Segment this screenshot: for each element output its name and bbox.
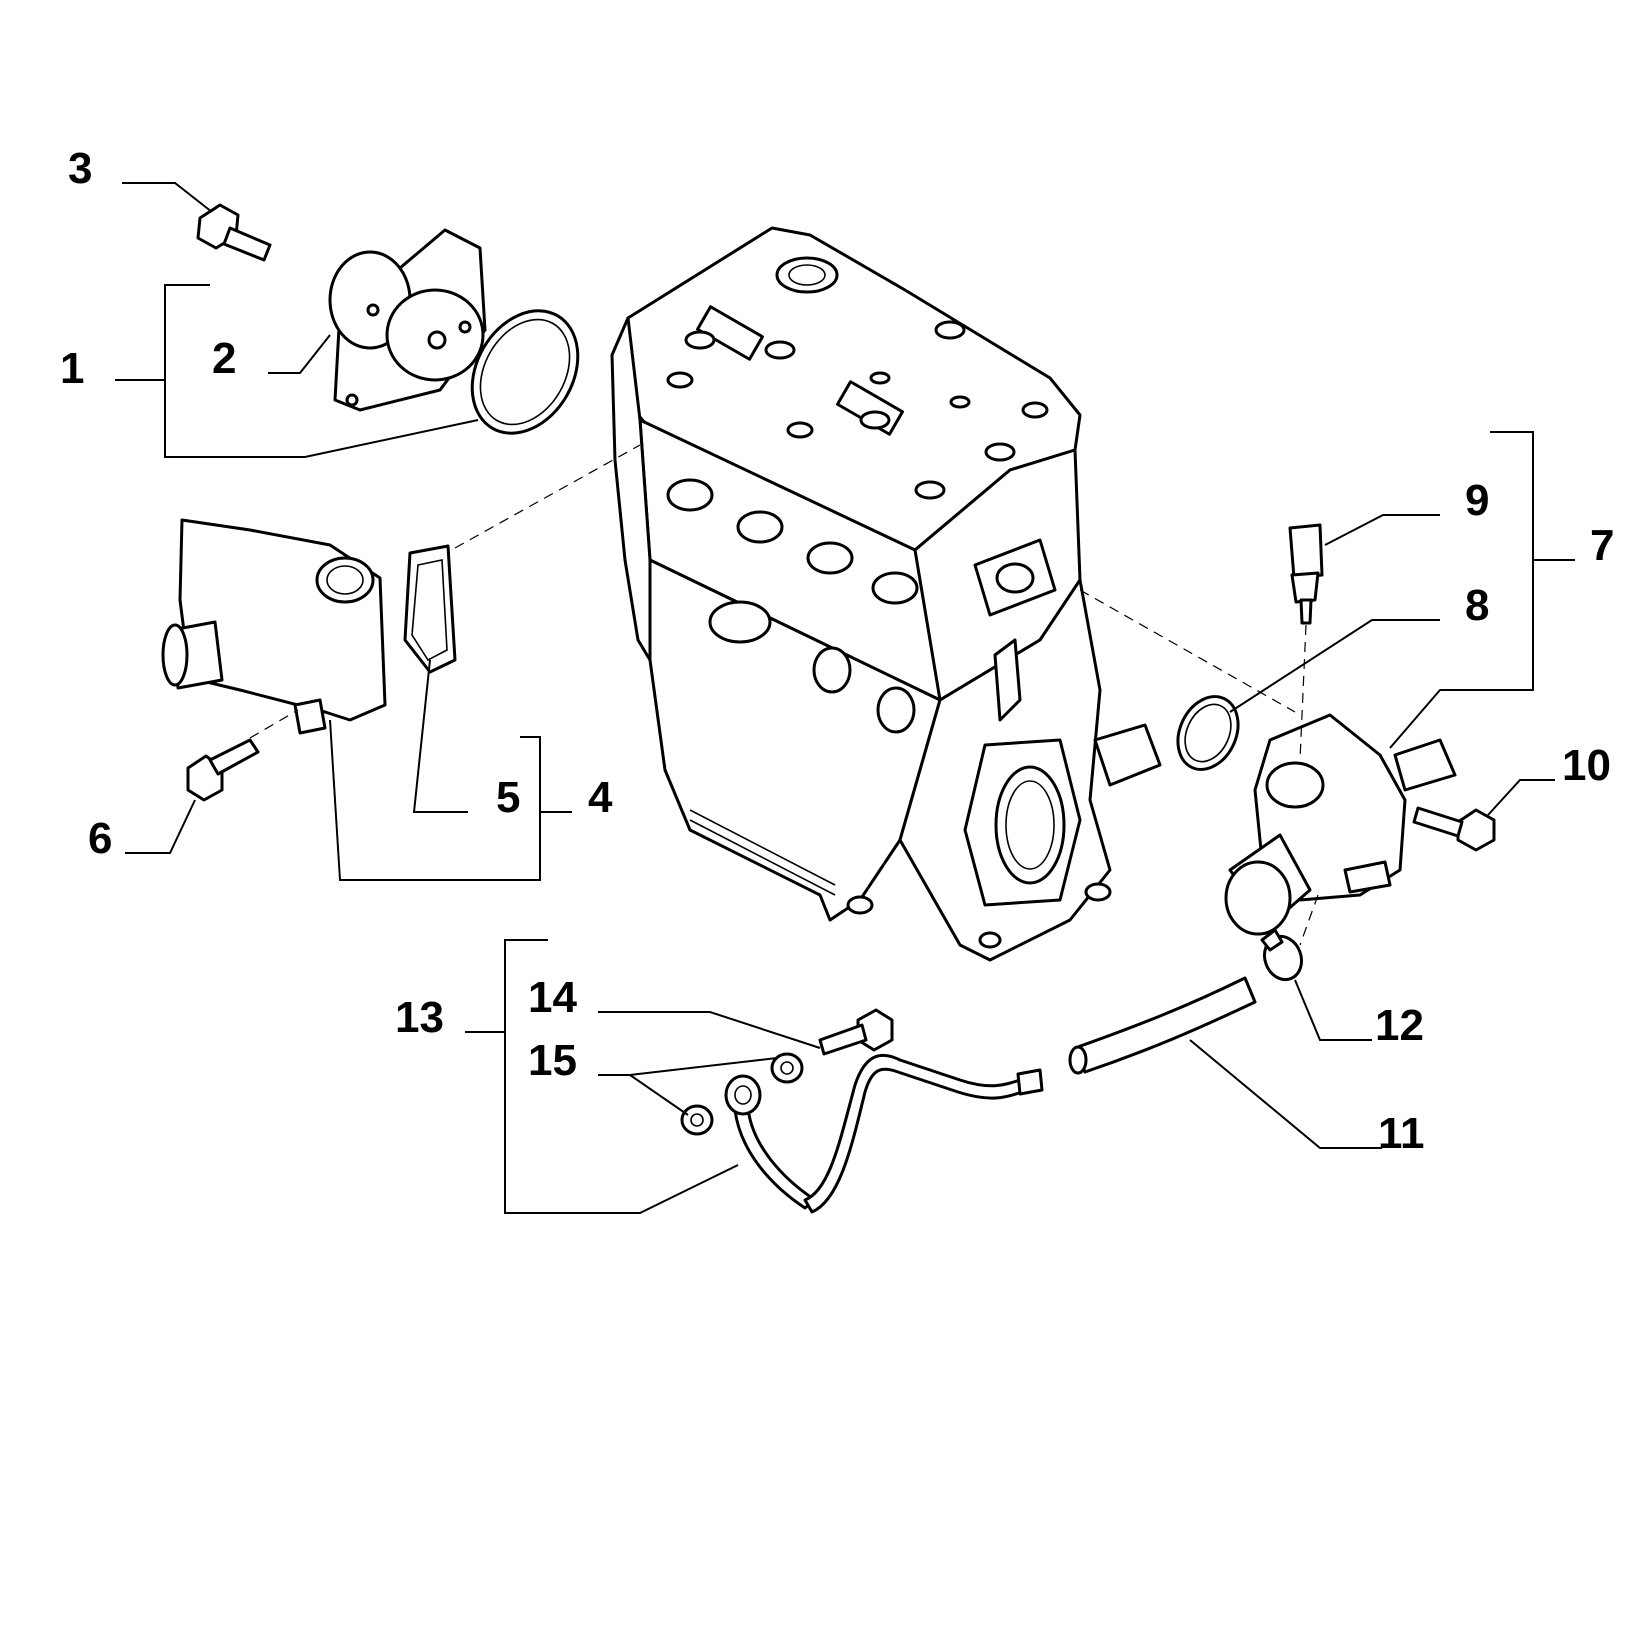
callout-1: 1: [60, 344, 84, 393]
callout-9: 9: [1465, 476, 1489, 525]
hose-clamp: [1260, 928, 1304, 982]
gasket-5: [403, 544, 457, 674]
callout-2: 2: [212, 334, 236, 383]
temperature-sensor: [1288, 523, 1324, 625]
bolt-6: [186, 738, 260, 802]
callout-15: 15: [528, 1036, 577, 1085]
callout-14: 14: [528, 973, 577, 1022]
callout-7: 7: [1590, 521, 1614, 570]
oil-pipe-assembly: [724, 1053, 1044, 1214]
o-ring-8: [1176, 695, 1240, 771]
callout-3: 3: [68, 144, 92, 193]
callout-11: 11: [1378, 1109, 1425, 1158]
hose-11: [1068, 976, 1257, 1075]
callout-5: 5: [496, 773, 520, 822]
callout-8: 8: [1465, 581, 1489, 630]
leader-lines: [115, 182, 1575, 1214]
callout-4: 4: [588, 773, 613, 822]
callout-10: 10: [1562, 741, 1611, 790]
alignment-lines: [249, 444, 1319, 946]
banjo-bolt: [818, 1008, 894, 1056]
bolt-10: [1412, 806, 1496, 852]
callout-12: 12: [1375, 1001, 1424, 1050]
thermostat-housing: [1224, 713, 1457, 936]
o-ring-cover: [470, 309, 580, 435]
callout-13: 13: [395, 993, 444, 1042]
bolt-3: [196, 203, 272, 262]
cover-housing-part: [328, 228, 487, 412]
washer-15a: [770, 1052, 804, 1084]
coolant-outlet-housing: [161, 518, 387, 735]
washer-15b: [680, 1104, 714, 1136]
callout-6: 6: [88, 814, 112, 863]
engine-block: [610, 226, 1162, 962]
